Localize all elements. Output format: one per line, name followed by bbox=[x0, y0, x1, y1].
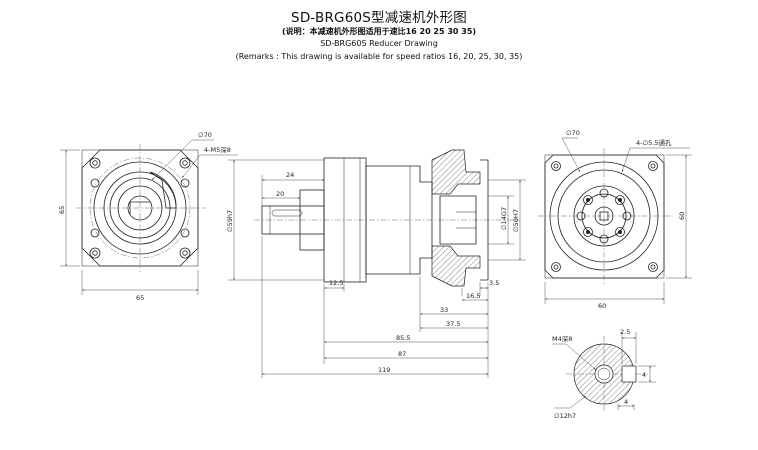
drawing-title-en: SD-BRG60S Reducer Drawing bbox=[320, 39, 438, 48]
front-pcd-label: ∅70 bbox=[198, 131, 212, 139]
shaft-detail: M4深8 2.5 4 ∅12h7 4 bbox=[552, 328, 656, 420]
side-dim-85-5: 85.5 bbox=[396, 334, 410, 342]
front-mount-holes bbox=[89, 157, 191, 259]
side-dim-16-5: 16.5 bbox=[466, 292, 480, 300]
front-view: ∅70 4-M5深8 65 65 bbox=[58, 131, 238, 302]
side-input-flange bbox=[480, 159, 489, 281]
rear-key bbox=[599, 211, 609, 221]
side-bore bbox=[439, 195, 477, 245]
front-width-label: 65 bbox=[136, 294, 144, 302]
side-key-length-label: 20 bbox=[276, 190, 284, 198]
drawing-note-cn: (说明：本减速机外形图适用于速比16 20 25 30 35) bbox=[281, 27, 477, 36]
shaft-width-label: 2.5 bbox=[620, 328, 630, 336]
side-view: 24 20 ∅59h7 ∅14G7 ∅50H7 12.5 3.5 16.5 33… bbox=[226, 149, 526, 378]
side-dim-3-5: 3.5 bbox=[489, 279, 499, 287]
front-height-label: 65 bbox=[58, 206, 66, 214]
front-holes-label: 4-M5深8 bbox=[204, 145, 231, 154]
front-shaft bbox=[127, 195, 153, 221]
side-shaft-length-label: 24 bbox=[286, 171, 294, 179]
shaft-keyway bbox=[621, 365, 637, 383]
front-cut-section bbox=[149, 171, 177, 209]
rear-mid-ring bbox=[557, 169, 651, 263]
rear-width-label: 60 bbox=[598, 302, 606, 310]
rear-flange-square bbox=[544, 154, 665, 279]
side-section-top bbox=[431, 149, 481, 195]
side-dim-37-5: 37.5 bbox=[446, 320, 460, 328]
rear-holes-label: 4-∅5.5通孔 bbox=[636, 138, 672, 147]
front-outer-ring bbox=[93, 161, 187, 255]
front-shaft-ring bbox=[117, 185, 163, 231]
rear-flange-outline bbox=[544, 154, 665, 279]
rear-mount-holes bbox=[551, 161, 658, 272]
shaft-key-label: 4 bbox=[624, 398, 628, 406]
side-dim-12-5: 12.5 bbox=[329, 279, 343, 287]
rear-inner-ring bbox=[581, 193, 627, 239]
shaft-thread-label: M4深8 bbox=[552, 334, 572, 343]
side-gear-housing bbox=[365, 165, 433, 275]
side-section-bottom bbox=[431, 245, 481, 287]
rear-pcd-label: ∅70 bbox=[566, 129, 580, 137]
side-dim-87: 87 bbox=[398, 350, 406, 358]
side-bore2-label: ∅50H7 bbox=[512, 209, 520, 232]
drawing-title: SD-BRG60S型减速机外形图 bbox=[291, 10, 467, 26]
front-pcd-circle bbox=[89, 157, 191, 259]
rear-height-label: 60 bbox=[678, 212, 686, 220]
side-bore1-label: ∅14G7 bbox=[500, 207, 508, 230]
side-dim-119: 119 bbox=[378, 366, 390, 374]
front-key bbox=[129, 201, 150, 214]
side-dim-33: 33 bbox=[440, 306, 448, 314]
rear-shaft bbox=[594, 206, 614, 226]
shaft-height-label: 4 bbox=[642, 371, 646, 379]
side-key bbox=[271, 209, 303, 217]
rear-body-ring bbox=[573, 185, 635, 247]
rear-view: ∅70 4-∅5.5通孔 60 60 bbox=[538, 129, 692, 310]
shaft-thread-hole bbox=[594, 364, 614, 384]
drawing-note-en: (Remarks : This drawing is available for… bbox=[235, 52, 523, 61]
rear-inner-bolts bbox=[576, 188, 632, 244]
shaft-dia-label: ∅12h7 bbox=[554, 412, 576, 420]
rear-outer-ring bbox=[549, 161, 659, 271]
side-shaft-dia-label: ∅59h7 bbox=[226, 210, 234, 232]
